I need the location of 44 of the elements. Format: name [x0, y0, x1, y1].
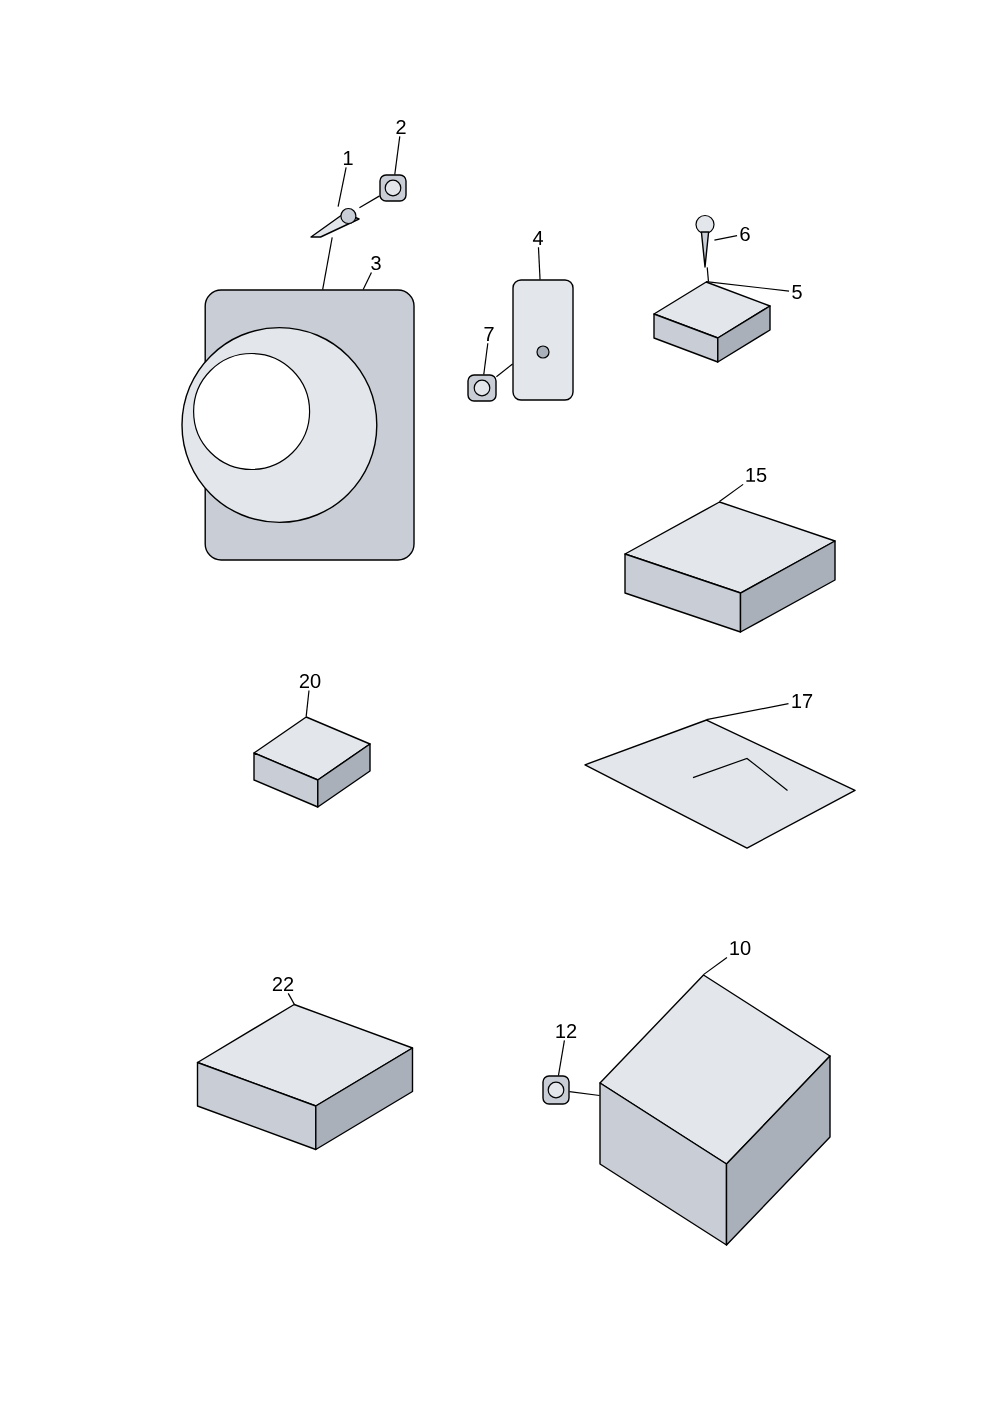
- control-unit-drawing: [196, 1003, 414, 1151]
- leader-line: [537, 246, 541, 281]
- sensor-drawing: [181, 289, 415, 561]
- assembly-line: [322, 236, 333, 291]
- callout-number: 7: [484, 327, 494, 341]
- control-unit-drawing: [653, 281, 771, 363]
- leader-line: [702, 956, 728, 976]
- callout-number: 5: [792, 285, 802, 299]
- callout-number: 1: [344, 151, 353, 165]
- control-unit-drawing: [599, 974, 831, 1246]
- leader-line: [713, 235, 738, 241]
- assembly-line: [358, 195, 381, 209]
- bolt-drawing: [467, 374, 497, 402]
- callout-number: 4: [532, 231, 543, 245]
- screw-drawing: [695, 214, 715, 268]
- leader-line: [705, 703, 790, 721]
- callout-number: 15: [746, 468, 767, 482]
- leader-line: [287, 992, 295, 1005]
- assembly-line: [706, 266, 710, 283]
- callout-number: 2: [396, 120, 406, 134]
- control-unit-drawing: [253, 716, 371, 808]
- callout-number: 22: [272, 977, 294, 991]
- screw-drawing: [310, 207, 360, 238]
- callout-number: 12: [556, 1024, 577, 1038]
- control-unit-drawing: [624, 501, 836, 633]
- bracket-drawing: [512, 279, 574, 401]
- callout-number: 6: [740, 226, 750, 242]
- leader-line: [718, 483, 744, 503]
- mounting-plate-drawing: [584, 719, 856, 849]
- connector-drawing: [379, 174, 407, 202]
- callout-number: 17: [792, 694, 813, 708]
- leader-line: [705, 281, 790, 292]
- callout-number: 3: [371, 255, 381, 271]
- leader-line: [305, 689, 310, 718]
- assembly-line: [495, 363, 514, 378]
- assembly-line: [568, 1091, 601, 1097]
- callout-number: 20: [299, 673, 321, 689]
- callout-number: 10: [730, 940, 751, 956]
- nut-drawing: [542, 1075, 570, 1105]
- leader-line: [362, 271, 373, 291]
- leader-line: [337, 166, 347, 208]
- leader-line: [557, 1039, 565, 1077]
- leader-line: [483, 342, 489, 376]
- leader-line: [394, 135, 401, 176]
